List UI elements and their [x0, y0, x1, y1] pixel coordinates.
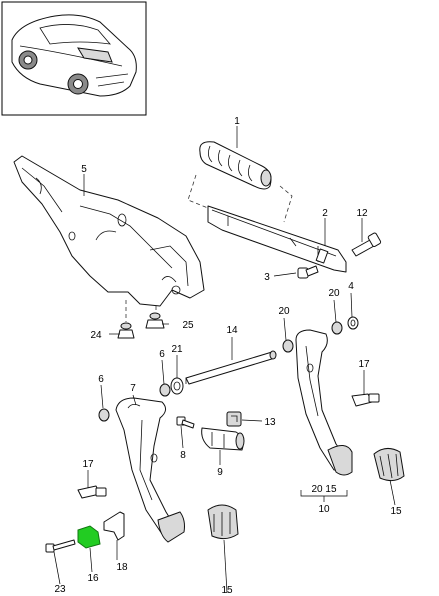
bolt-part-8 — [176, 416, 195, 429]
nut-part-24 — [117, 322, 135, 339]
callout-13: 13 — [264, 417, 276, 428]
bracket-guide-line — [125, 300, 157, 322]
callout-6-center: 6 — [159, 349, 165, 360]
clip-part-13 — [226, 411, 242, 427]
bushing-part-20-right — [331, 321, 343, 335]
callout-12: 12 — [356, 208, 368, 219]
pedal-pad-part-15-bottom — [207, 504, 239, 540]
callout-2: 2 — [322, 208, 328, 219]
callout-20-right: 20 — [328, 288, 340, 299]
bracket-bar-part — [207, 205, 347, 273]
bushing-part-20-left — [282, 339, 294, 353]
callout-23: 23 — [54, 584, 66, 595]
callout-9: 9 — [217, 467, 223, 478]
switch-part-17-right — [351, 393, 380, 407]
clutch-pedal-arm-part — [115, 397, 185, 543]
bushing-part-6-center — [159, 383, 171, 397]
bushing-part-21 — [170, 377, 184, 395]
cylinder-part-9 — [201, 427, 245, 451]
callout-5: 5 — [81, 164, 87, 175]
callout-3: 3 — [264, 272, 270, 283]
screw-part-23 — [45, 539, 76, 553]
callout-18: 18 — [116, 562, 128, 573]
callout-1: 1 — [234, 116, 240, 127]
screw-part-3 — [297, 265, 319, 279]
callout-labels: 1 5 2 12 3 24 25 20 20 4 14 21 6 6 7 17 … — [54, 116, 402, 596]
bracket-part-18 — [103, 511, 125, 541]
callout-8: 8 — [180, 450, 186, 461]
highlighted-part-16 — [77, 525, 101, 549]
callout-10: 10 — [318, 504, 330, 515]
callout-24: 24 — [90, 330, 102, 341]
callout-16: 16 — [87, 573, 99, 584]
brake-pedal-part — [295, 329, 353, 476]
callout-21: 21 — [171, 344, 183, 355]
callout-14: 14 — [226, 325, 238, 336]
pedal-bracket-part — [13, 155, 205, 307]
callout-17-right: 17 — [358, 359, 370, 370]
leader-lines — [53, 126, 396, 594]
callout-17-left: 17 — [82, 459, 94, 470]
bolt-part-12 — [351, 232, 382, 257]
nut-part-25 — [145, 312, 165, 329]
callout-20-15: 20 15 — [311, 484, 336, 495]
callout-4: 4 — [348, 281, 354, 292]
callout-20-left: 20 — [278, 306, 290, 317]
callout-15-right: 15 — [390, 506, 402, 517]
callout-15-bottom: 15 — [221, 585, 233, 596]
bushing-part-6-left — [98, 408, 110, 422]
vehicle-thumbnail — [1, 1, 147, 116]
washer-part-4 — [347, 316, 359, 330]
callout-25: 25 — [182, 320, 194, 331]
pedal-shaft-part — [185, 350, 277, 385]
callout-7: 7 — [130, 383, 136, 394]
pedal-pad-part-15-right — [373, 448, 405, 482]
boot-guide-line — [187, 174, 293, 223]
switch-part-17-left — [77, 485, 107, 499]
boot-part — [199, 141, 272, 190]
callout-6-left: 6 — [98, 374, 104, 385]
